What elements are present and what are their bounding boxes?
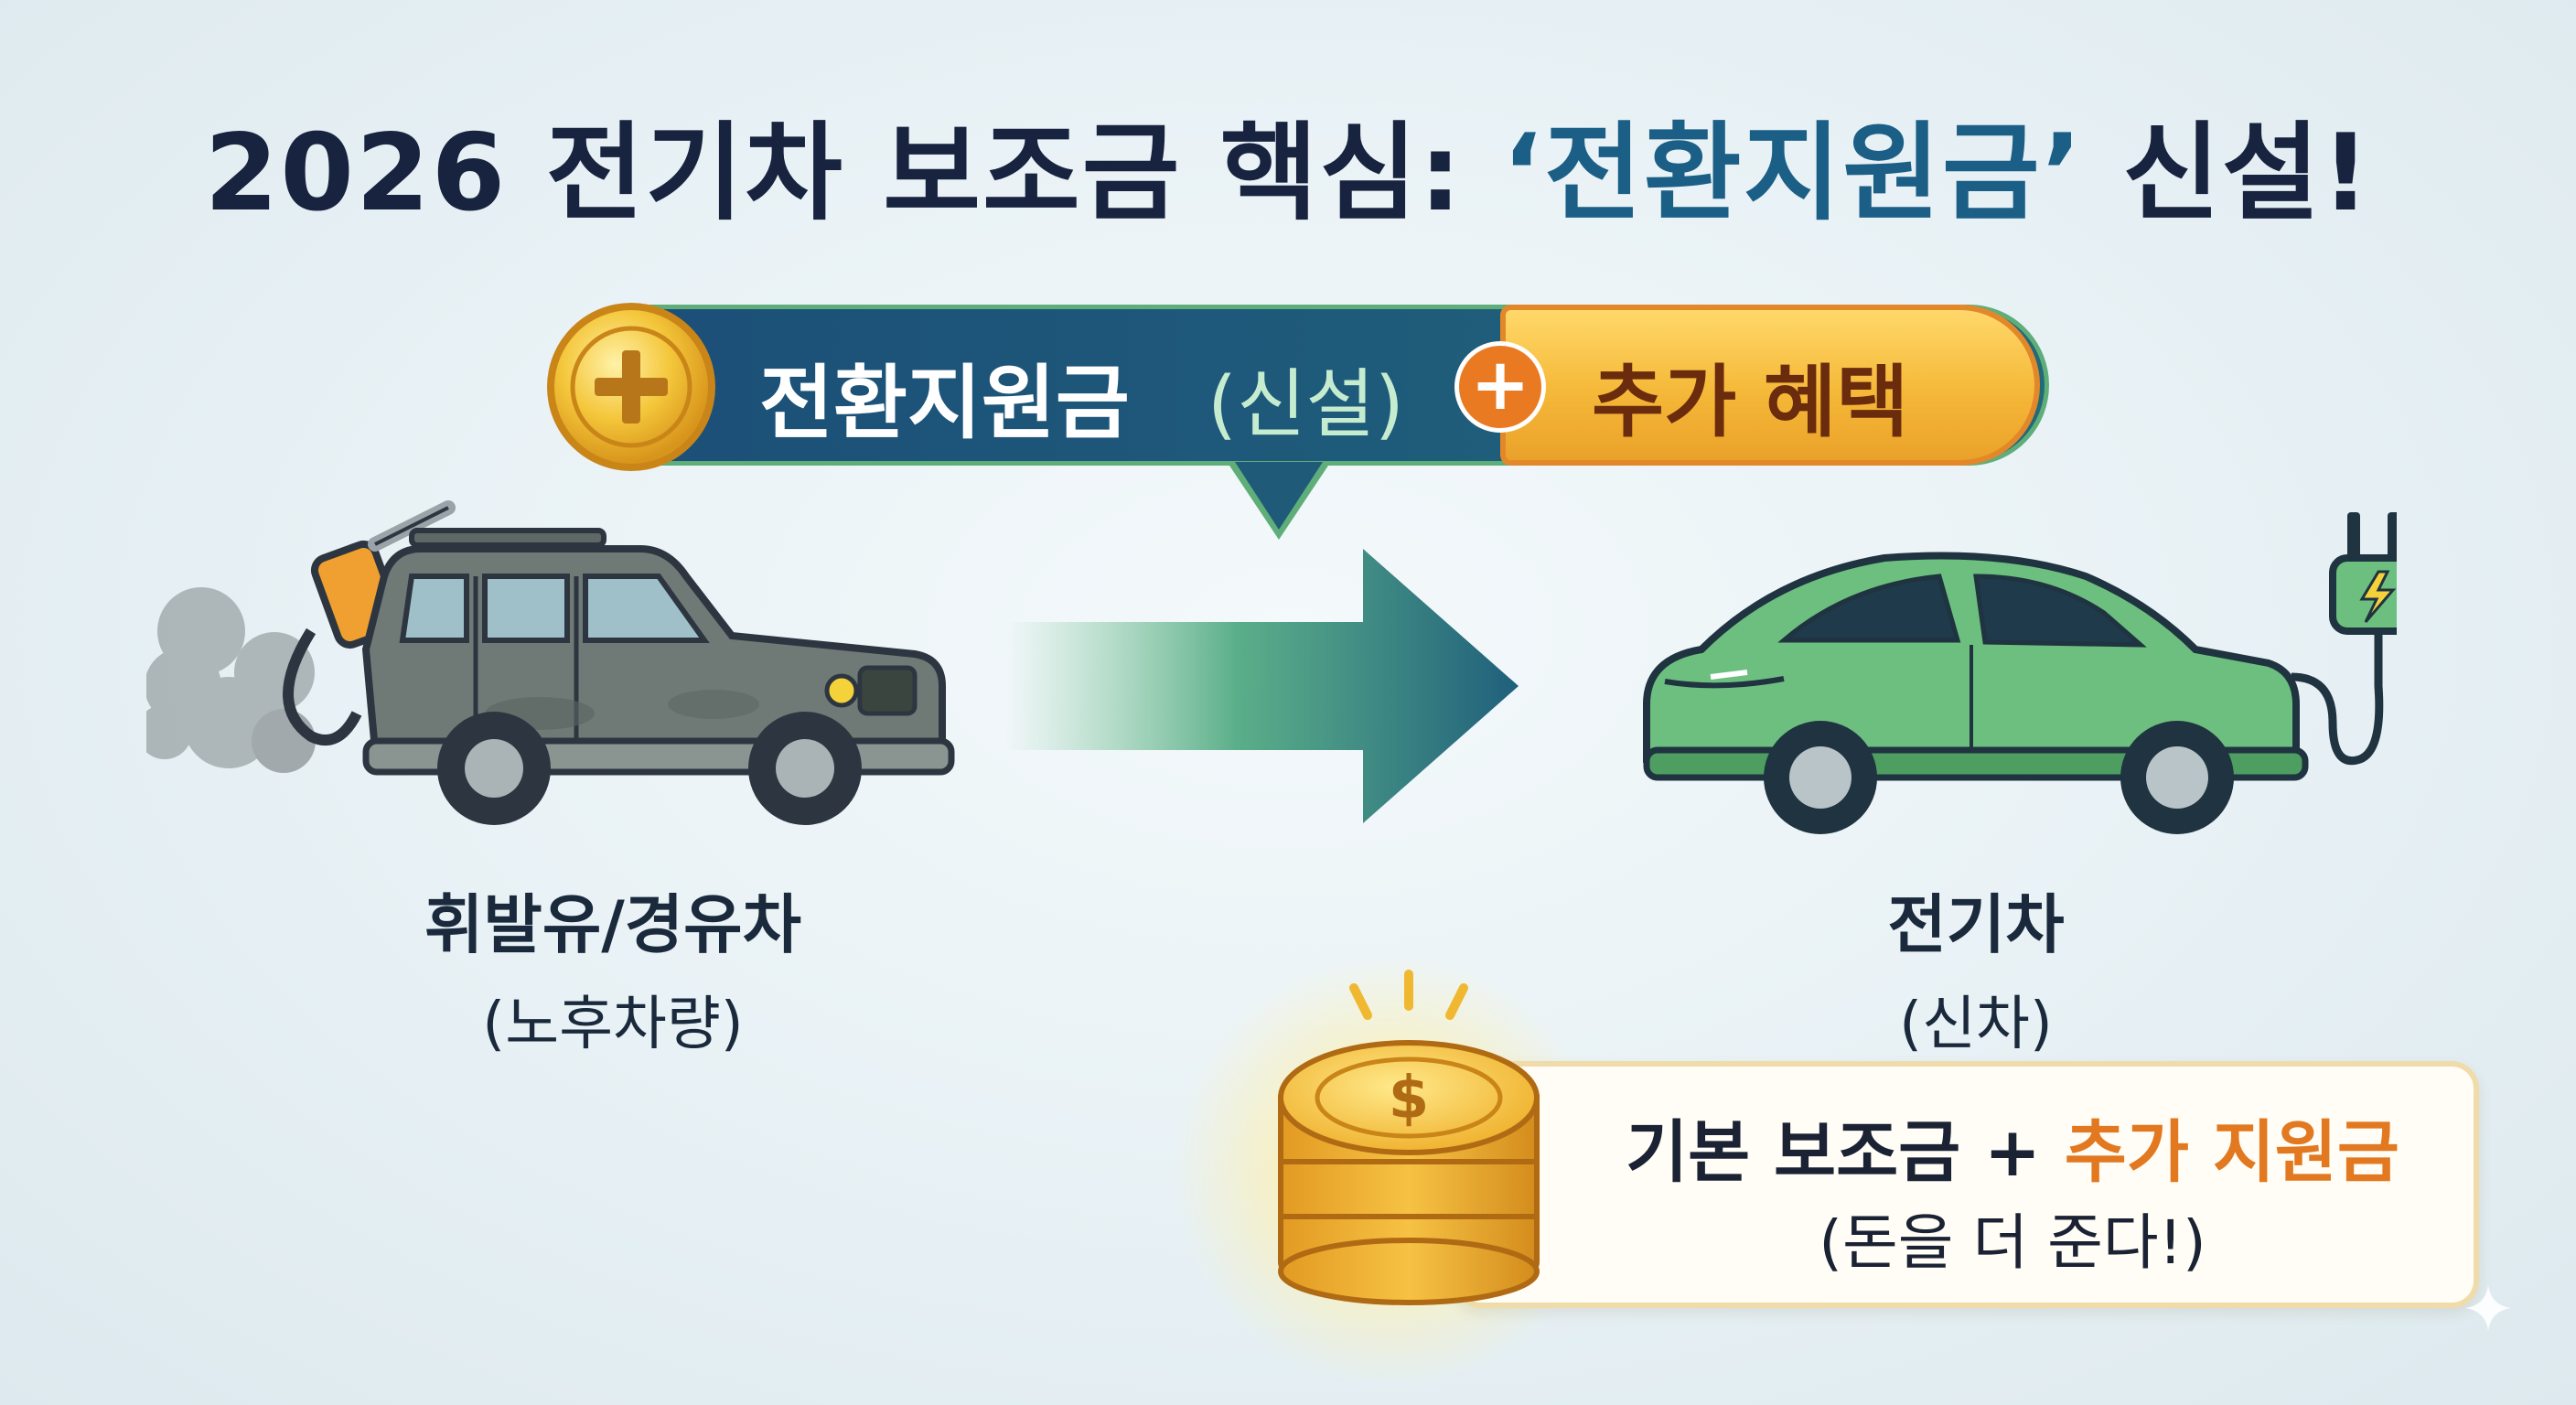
- dollar-coin-stack-icon: $: [1278, 970, 1540, 1305]
- title-prefix: 2026 전기차 보조금 핵심:: [204, 112, 1503, 235]
- svg-text:$: $: [1389, 1065, 1430, 1132]
- page-title: 2026 전기차 보조금 핵심: ‘전환지원금’ 신설!: [0, 87, 2576, 241]
- info-extra-support: 추가 지원금: [2064, 1113, 2399, 1192]
- banner-pointer: [1235, 462, 1323, 530]
- extra-benefit-label: 추가 혜택: [1592, 357, 1909, 448]
- ev-car-wheels: [1764, 721, 2234, 834]
- new-car-label: 전기차: [1887, 887, 2065, 962]
- exhaust-smoke-icon: [146, 587, 316, 773]
- old-gasoline-car: [146, 500, 955, 825]
- title-suffix: 신설!: [2083, 112, 2372, 235]
- new-car-caption: 전기차 (신차): [1793, 874, 2159, 1061]
- plus-coin-icon: [547, 303, 715, 471]
- old-car-caption: 휘발유/경유차 (노후차량): [329, 874, 896, 1061]
- right-arrow-icon: [1006, 549, 1519, 823]
- new-car-sublabel: (신차): [1899, 991, 2053, 1058]
- ev-plug-icon: [2291, 512, 2397, 765]
- title-highlight: ‘전환지원금’: [1502, 112, 2084, 235]
- conversion-subsidy-banner: 전환지원금 (신설) + 추가 혜택: [531, 297, 2049, 540]
- banner-label: 전환지원금: [759, 356, 1130, 450]
- sparkle-icon: [2465, 1285, 2511, 1331]
- info-line-1: 기본 보조금 + 추가 지원금: [1555, 1098, 2470, 1196]
- old-car-label: 휘발유/경유차: [424, 887, 801, 962]
- extra-benefit-box: [1500, 305, 2040, 466]
- info-basic-subsidy: 기본 보조금 +: [1626, 1113, 2065, 1192]
- plus-icon: +: [1454, 341, 1546, 433]
- electric-car: [1643, 512, 2397, 834]
- old-car-sublabel: (노후차량): [482, 991, 744, 1058]
- sparkle-rays: [1349, 970, 1468, 1020]
- banner-sublabel: (신설): [1208, 361, 1404, 448]
- info-box: [1454, 1061, 2479, 1308]
- old-car-wheels: [437, 712, 862, 825]
- info-line-2: (돈을 더 준다!): [1819, 1207, 2206, 1278]
